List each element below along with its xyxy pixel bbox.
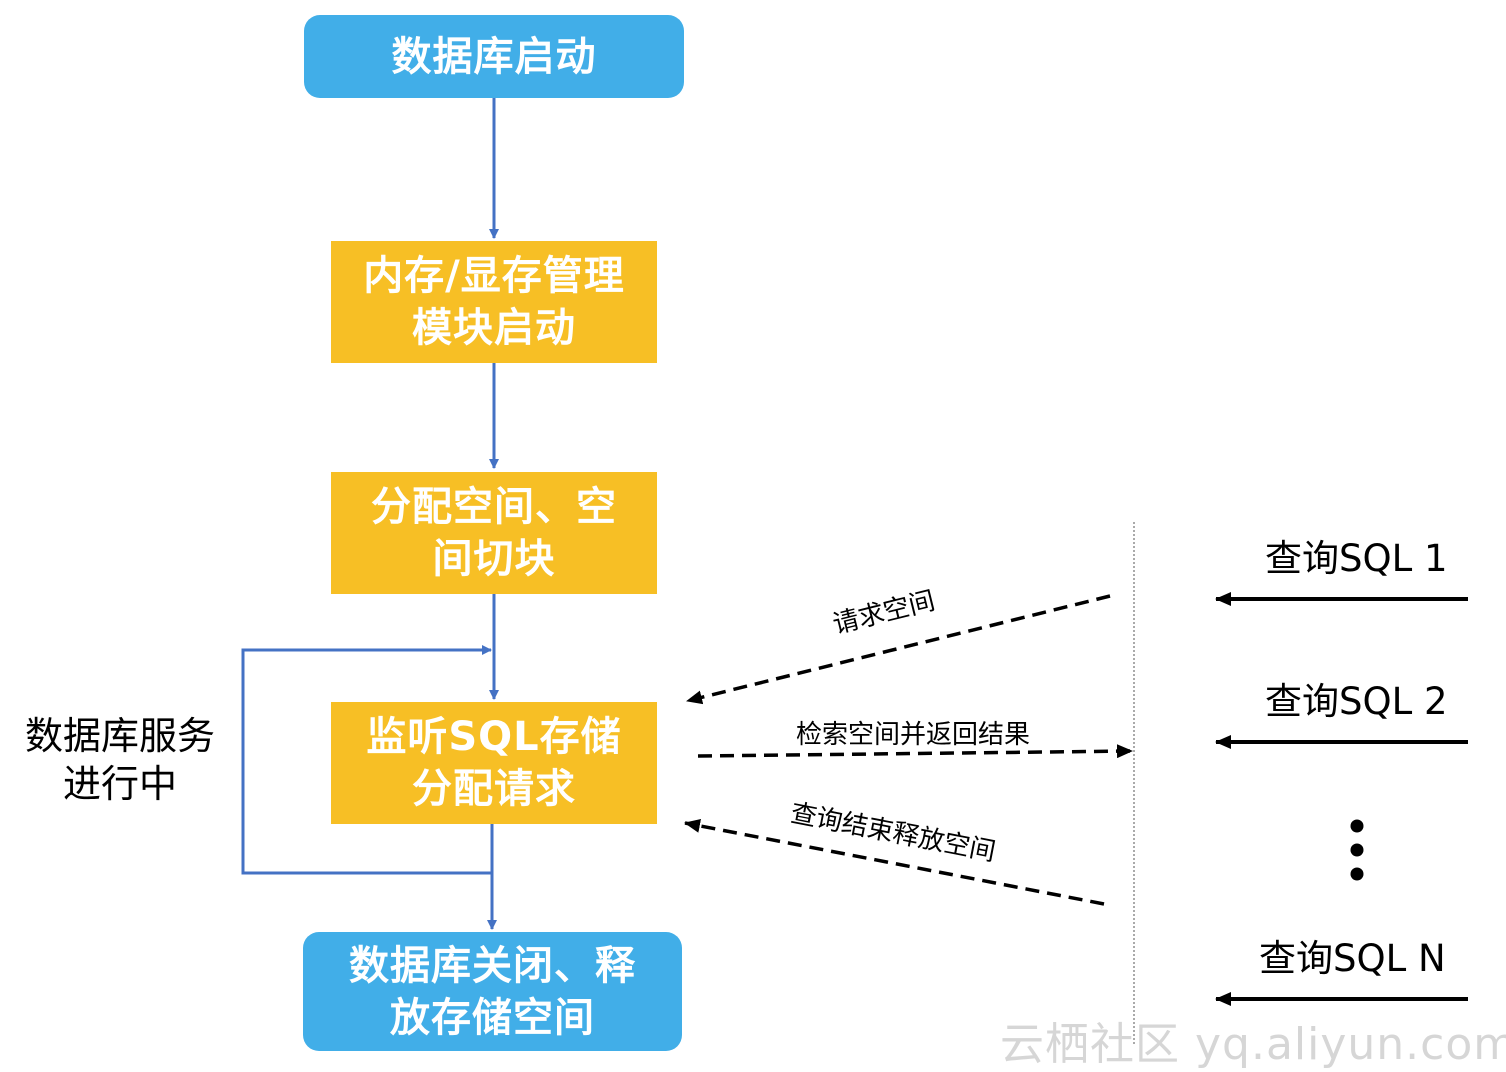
edge-label-retrieve-result: 检索空间并返回结果 [796,720,1031,750]
node-memory-module-init-line-2: 模块启动 [412,305,576,351]
node-database-shutdown-line-2: 放存储空间 [390,994,595,1041]
loop-label: 数据库服务 进行中 [20,712,220,808]
node-listen-requests-line-1: 监听SQL存储 [366,714,622,760]
loop-label-line-1: 数据库服务 [24,714,215,758]
loop-back-arrow [241,645,492,875]
node-database-shutdown-line-1: 数据库关闭、释 [349,942,636,989]
watermark: 云栖社区 yq.aliyun.com [1000,1019,1506,1070]
node-listen-requests-line-2: 分配请求 [412,766,576,812]
query-sql-2-label: 查询SQL 2 [1265,680,1448,723]
retrieve-result-arrow [697,744,1133,759]
query-sql-n-label: 查询SQL N [1259,937,1446,980]
node-database-shutdown: 数据库关闭、释 放存储空间 [303,932,682,1051]
node-database-start: 数据库启动 [304,15,684,98]
node-memory-module-init-line-1: 内存/显存管理 [363,253,625,299]
request-space-arrow [686,594,1111,705]
query-sql-1-label: 查询SQL 1 [1265,537,1448,580]
node-allocate-space: 分配空间、空 间切块 [331,472,657,594]
vertical-ellipsis-icon [1350,819,1364,881]
node-listen-requests: 监听SQL存储 分配请求 [331,702,657,824]
node-memory-module-init: 内存/显存管理 模块启动 [331,241,657,363]
release-space-arrow [684,818,1105,906]
loop-label-line-2: 进行中 [62,762,177,806]
node-database-start-label: 数据库启动 [391,33,597,80]
node-allocate-space-line-2: 间切块 [432,536,556,582]
node-allocate-space-line-1: 分配空间、空 [371,484,617,530]
